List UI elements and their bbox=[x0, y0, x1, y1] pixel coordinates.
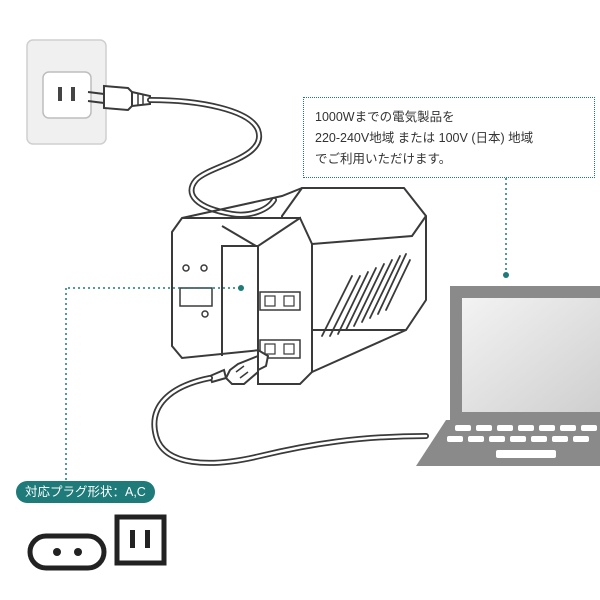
type-a-outlet-icon bbox=[114, 514, 167, 566]
power-cord bbox=[147, 97, 277, 218]
laptop-icon bbox=[416, 286, 600, 466]
callout-line-2: 220-240V地域 または 100V (日本) 地域 bbox=[315, 131, 534, 145]
transformer-icon bbox=[171, 187, 427, 385]
badge-dot bbox=[238, 285, 244, 291]
callout-line-1: 1000Wまでの電気製品を bbox=[315, 110, 455, 124]
callout-line-3: でご利用いただけます。 bbox=[315, 152, 452, 166]
type-a-plug-icon bbox=[87, 84, 151, 112]
output-plug-icon bbox=[208, 348, 270, 385]
leader-lines bbox=[65, 178, 507, 482]
type-c-outlet-icon bbox=[27, 533, 107, 571]
callout-dot bbox=[503, 272, 509, 278]
voltage-callout: 1000Wまでの電気製品を 220-240V地域 または 100V (日本) 地… bbox=[303, 97, 595, 178]
wall-outlet-icon bbox=[26, 39, 107, 145]
plug-type-badge: 対応プラグ形状：A,C bbox=[16, 481, 155, 503]
